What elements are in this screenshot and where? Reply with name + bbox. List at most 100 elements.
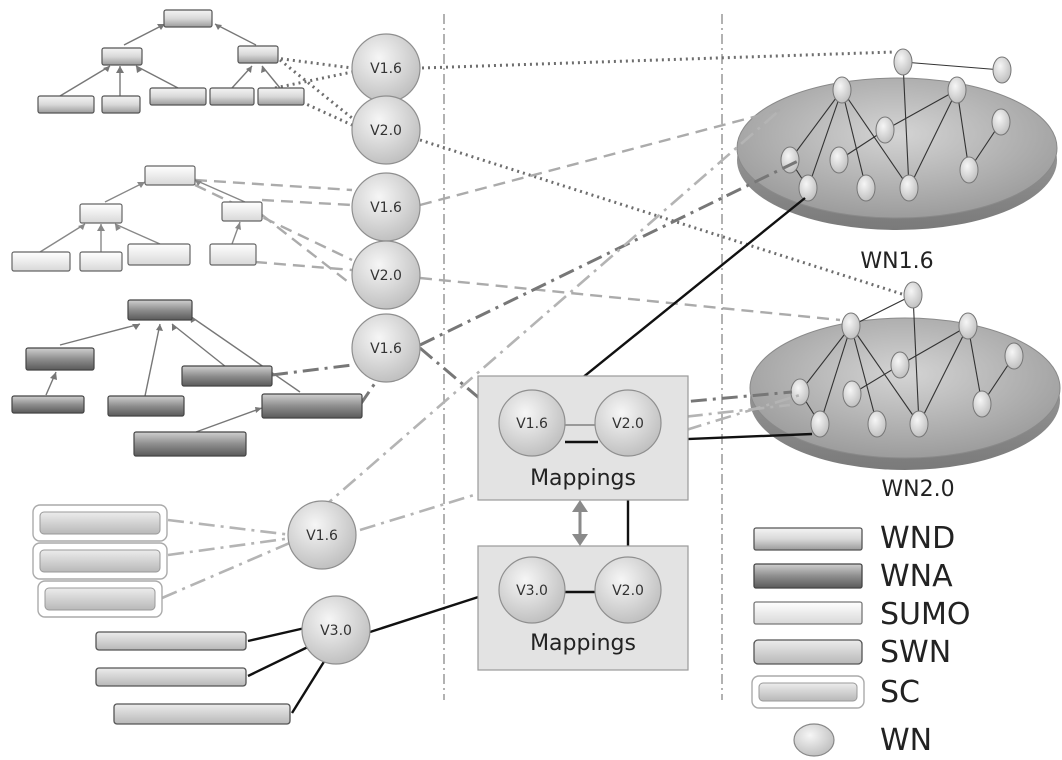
wna-box (133, 431, 247, 457)
legend: WND WNA SUMO SWN SC WN (751, 521, 971, 758)
legend-label-swn: SWN (880, 635, 951, 670)
legend-swatch-wn (793, 723, 835, 757)
sumo-box (79, 251, 123, 272)
wnd-hierarchy (37, 9, 305, 114)
sumo-box (144, 165, 196, 186)
mapping-node-v20-top (594, 389, 662, 457)
legend-label-wna: WNA (880, 559, 953, 594)
wn-node (1004, 342, 1024, 370)
legend-swatch-wnd (753, 527, 863, 551)
wn-node (790, 378, 810, 406)
wn-node (875, 116, 895, 144)
wn-node (947, 76, 967, 104)
wnd-box (209, 87, 255, 106)
wordnet-wn20: WN2.0 (749, 281, 1061, 502)
sc-box (39, 511, 161, 535)
wna-box (127, 299, 193, 321)
version-label: V1.6 (370, 200, 402, 216)
version-label: V2.0 (612, 416, 644, 432)
wn-node (842, 380, 862, 408)
wnd-box (37, 95, 95, 114)
wn-node (992, 56, 1012, 84)
wna-box (11, 395, 85, 414)
wna-box (25, 347, 95, 371)
mapping-node-v20-bottom (594, 556, 662, 624)
version-label: V2.0 (370, 123, 402, 139)
version-node-swn-v30 (301, 595, 371, 665)
sc-box (44, 587, 156, 611)
wnd-box (257, 87, 305, 106)
version-circles (287, 33, 662, 665)
version-node-wnd-v20 (351, 95, 421, 165)
wna-box (107, 395, 185, 417)
wn-node (903, 281, 923, 309)
wn-node (829, 146, 849, 174)
legend-swatch-wna (753, 563, 863, 589)
wn16-label: WN1.6 (860, 249, 933, 274)
legend-swatch-swn (753, 639, 863, 665)
sc-box (39, 549, 161, 573)
version-labels: V1.6 V2.0 V1.6 V2.0 V1.6 V1.6 V3.0 V1.6 … (306, 61, 644, 639)
wnd-box (163, 9, 213, 28)
version-label: V2.0 (612, 583, 644, 599)
wn-node (959, 156, 979, 184)
version-node-sumo-v20 (351, 240, 421, 310)
legend-label-wn: WN (880, 723, 932, 758)
wnd-box (237, 45, 279, 64)
mappings-bottom-label: Mappings (530, 631, 636, 656)
wn-node (798, 174, 818, 202)
version-label: V1.6 (370, 341, 402, 357)
wna-box (181, 365, 273, 387)
wnd-box (101, 95, 141, 114)
legend-swatch-sumo (753, 601, 863, 625)
mappings-top-label: Mappings (530, 466, 636, 491)
sc-boxes (32, 504, 168, 618)
swn-box (95, 667, 247, 687)
mapping-node-v16 (498, 389, 566, 457)
mappings-link-arrow (572, 500, 588, 546)
sumo-box (11, 251, 71, 272)
version-label: V3.0 (320, 623, 352, 639)
sc-links (161, 109, 801, 600)
sumo-box (79, 203, 123, 224)
wn16-disk (736, 77, 1058, 219)
sumo-hierarchy (11, 165, 263, 272)
legend-swatch-sc (758, 682, 858, 702)
mapping-node-v30 (498, 556, 566, 624)
wnd-box (149, 87, 207, 106)
wn-node (893, 48, 913, 76)
legend-label-wnd: WND (880, 521, 955, 556)
legend-label-sumo: SUMO (880, 597, 971, 632)
version-node-sc-v16 (287, 500, 357, 570)
sumo-box (209, 243, 257, 266)
wna-box (261, 393, 363, 419)
wna-hierarchy (11, 299, 363, 457)
wn-node (890, 351, 910, 379)
version-label: V1.6 (306, 528, 338, 544)
wn-node (991, 108, 1011, 136)
wn16-nodes (780, 48, 1012, 202)
wordnet-wn16: WN1.6 (736, 48, 1058, 274)
swn-box (113, 703, 291, 725)
wn-node (867, 410, 887, 438)
wnd-box (101, 47, 143, 66)
sumo-box (221, 201, 263, 222)
wn-node (832, 76, 852, 104)
version-label: V1.6 (516, 416, 548, 432)
sumo-box (127, 243, 191, 266)
wn-node (899, 174, 919, 202)
wn-node (841, 312, 861, 340)
wn-node (972, 390, 992, 418)
wn-node (810, 410, 830, 438)
wn20-nodes (790, 281, 1024, 438)
version-label: V2.0 (370, 268, 402, 284)
wn-node (958, 312, 978, 340)
sumo-links (194, 108, 841, 322)
wn20-label: WN2.0 (881, 477, 954, 502)
version-label: V1.6 (370, 61, 402, 77)
version-node-wna-v16 (351, 313, 421, 383)
column-separators (443, 14, 723, 700)
wn-node (856, 174, 876, 202)
